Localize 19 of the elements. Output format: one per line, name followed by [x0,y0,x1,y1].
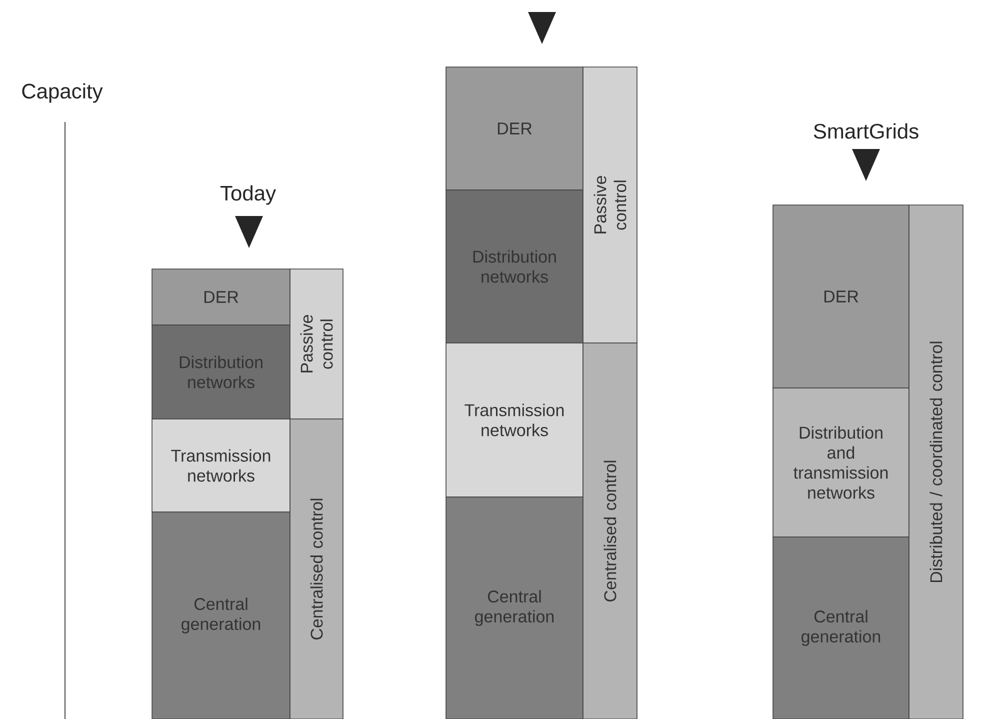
layer-block: Distribution networks [446,190,584,344]
scenario-label: Today [220,185,276,205]
layer-block: Transmission networks [446,342,584,498]
scenario-label: SmartGrids [814,123,918,139]
layer-block: Transmission networks [152,418,290,512]
control-band: Centralised control [290,418,344,719]
control-band: Passive control [582,66,638,344]
layer-block: Central generation [446,496,584,719]
layer-block: DER [152,268,290,326]
axis-label: Capacity [22,83,103,103]
control-band: Passive control [290,268,344,420]
control-band: Centralised control [582,342,638,719]
layer-block: DER [772,204,910,388]
layer-block: Central generation [152,512,290,719]
layer-block: Distribution and transmission networks [772,388,910,538]
control-band: Distributed / coordinated control [908,204,964,719]
layer-block: DER [446,66,584,190]
layer-block: Distribution networks [152,324,290,420]
layer-block: Central generation [772,536,910,719]
